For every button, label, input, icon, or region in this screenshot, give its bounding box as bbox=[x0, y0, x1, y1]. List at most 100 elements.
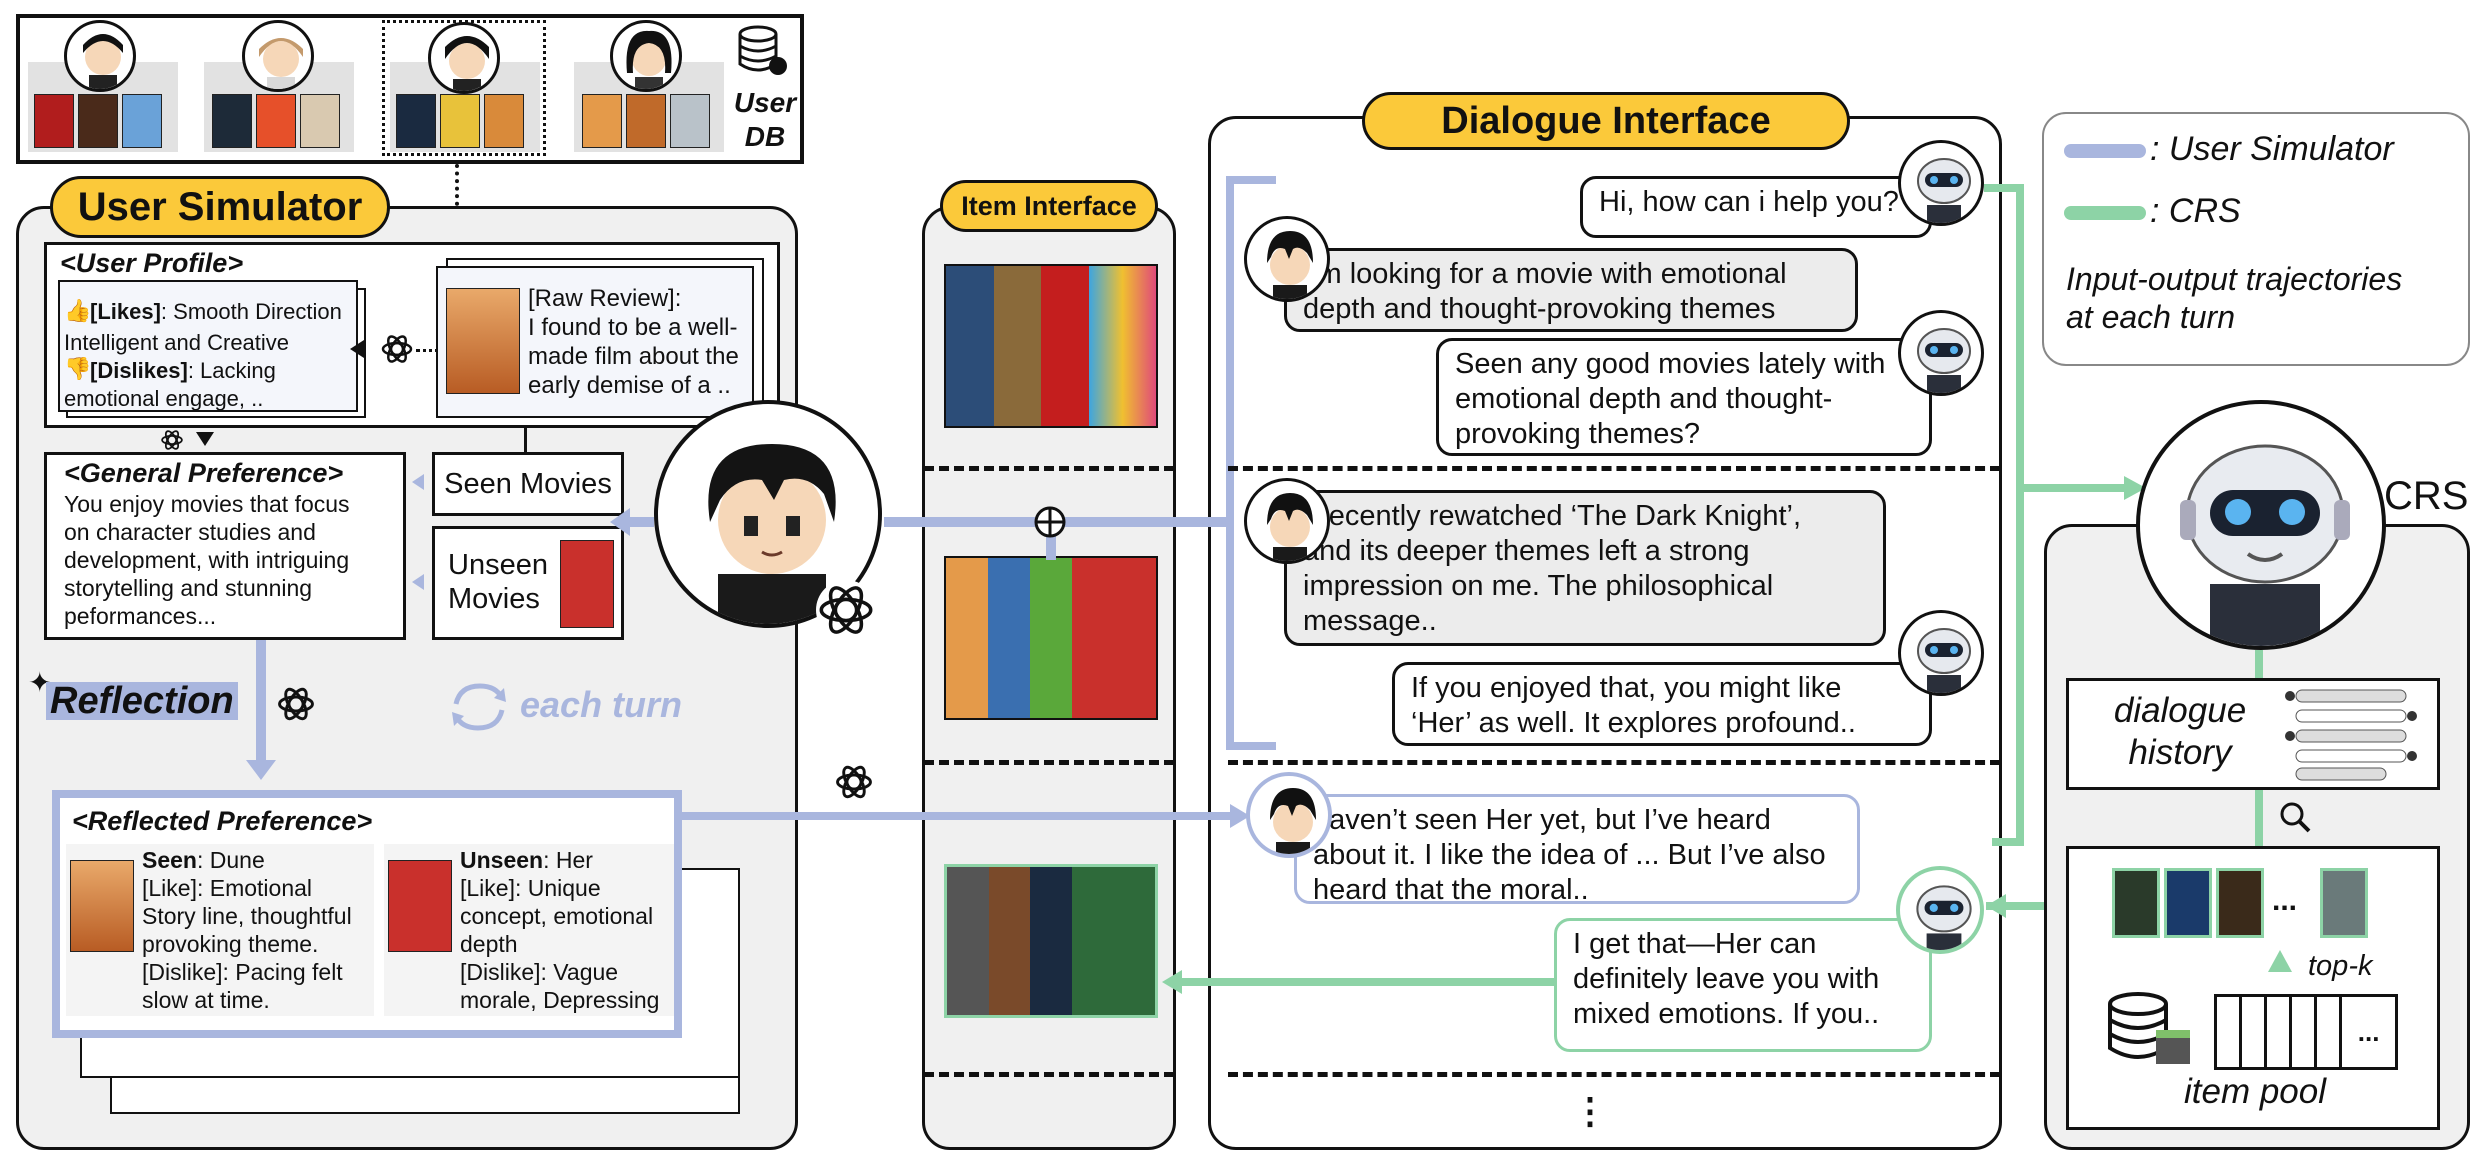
message-crs-response: I get that—Her can definitely leave you … bbox=[1554, 918, 1932, 1052]
robot-avatar bbox=[1898, 310, 1984, 396]
arrowhead-left-blue bbox=[412, 474, 424, 490]
flow-green bbox=[1986, 902, 2064, 910]
unseen-movies-line: Unseen bbox=[448, 549, 548, 581]
item-poster bbox=[988, 867, 1031, 1015]
message-line: I recently rewatched ‘The Dark Knight’, bbox=[1303, 500, 1802, 532]
user-2-poster bbox=[256, 94, 296, 148]
dialogue-history-label: dialogue history bbox=[2090, 690, 2270, 774]
item-poster bbox=[947, 867, 989, 1015]
likes-text-2: Intelligent and Creative bbox=[64, 330, 290, 355]
database-icon bbox=[734, 24, 790, 80]
seen-value: : Dune bbox=[196, 847, 265, 873]
raw-review-text: [Raw Review]: I found to be a well- made… bbox=[528, 284, 758, 400]
message-line: I get that—Her can bbox=[1573, 928, 1817, 960]
message-line: heard that the moral.. bbox=[1313, 874, 1589, 906]
item-poster bbox=[988, 558, 1030, 718]
arrowhead-up-green bbox=[2268, 950, 2292, 972]
item-set-1 bbox=[944, 264, 1158, 428]
seen-text: Seen: Dune [Like]: Emotional Story line,… bbox=[142, 846, 374, 1014]
arrowhead-left-blue bbox=[610, 508, 630, 536]
unseen-value: : Her bbox=[543, 847, 593, 873]
chat-history-icon bbox=[2282, 684, 2422, 784]
her-poster bbox=[388, 860, 452, 952]
raw-review-line: I found to be a well- bbox=[528, 314, 738, 341]
database-icon bbox=[2104, 990, 2194, 1070]
sparkle-icon: ✦ bbox=[28, 667, 52, 698]
user-1-poster bbox=[122, 94, 162, 148]
general-preference-text: You enjoy movies that focus on character… bbox=[64, 490, 404, 630]
likes-card bbox=[58, 280, 358, 412]
message-line: and its deeper themes left a strong bbox=[1303, 535, 1750, 567]
item-set-2 bbox=[944, 556, 1158, 720]
pool-slot bbox=[2317, 997, 2343, 1067]
seen-line: [Dislike]: Pacing felt bbox=[142, 959, 343, 985]
topk-poster bbox=[2320, 868, 2368, 938]
message-crs: If you enjoyed that, you might like ‘Her… bbox=[1392, 662, 1932, 746]
message-line: emotional depth and thought- bbox=[1455, 383, 1833, 415]
unseen-line: depth bbox=[460, 931, 518, 957]
unseen-text: Unseen: Her [Like]: Unique concept, emot… bbox=[460, 846, 674, 1014]
dislikes-text: [Dislikes]: Lacking bbox=[90, 356, 276, 385]
item-pool-label: item pool bbox=[2183, 1072, 2327, 1111]
message-line: depth and thought-provoking themes bbox=[1303, 293, 1776, 325]
user-4-avatar bbox=[610, 20, 682, 92]
topk-label: top-k bbox=[2308, 950, 2373, 982]
user-simulator-title: User Simulator bbox=[50, 176, 390, 238]
item-pool-grid: ... bbox=[2214, 994, 2398, 1070]
user-2-poster bbox=[212, 94, 252, 148]
flow-green bbox=[1984, 184, 2024, 192]
pool-ellipsis: ... bbox=[2357, 1016, 2380, 1047]
dislikes-label: [Dislikes] bbox=[90, 358, 188, 383]
user-avatar-simulated bbox=[1246, 772, 1332, 858]
item-interface-title: Item Interface bbox=[940, 180, 1158, 232]
legend-note: Input-output trajectories at each turn bbox=[2066, 260, 2402, 336]
item-poster bbox=[946, 558, 988, 718]
flow-green bbox=[1180, 978, 1554, 986]
oplus-icon bbox=[1032, 504, 1068, 540]
connector-line bbox=[524, 428, 527, 458]
openai-icon bbox=[276, 684, 316, 724]
user-db-user-3-selected bbox=[382, 20, 546, 156]
general-pref-line: storytelling and stunning bbox=[64, 575, 313, 601]
item-poster bbox=[1030, 558, 1072, 718]
topk-poster bbox=[2216, 868, 2264, 938]
connector-blue bbox=[256, 640, 266, 764]
dialogue-history-line: dialogue bbox=[2113, 691, 2247, 730]
item-poster bbox=[1071, 867, 1155, 1015]
flow-green bbox=[1992, 838, 2024, 846]
dialogue-history-line: history bbox=[2128, 733, 2232, 772]
seen-line: Story line, thoughtful bbox=[142, 903, 352, 929]
arrowhead-left bbox=[350, 340, 364, 358]
item-poster bbox=[993, 266, 1042, 426]
message-line: haven’t seen Her yet, but I’ve heard bbox=[1313, 804, 1771, 836]
unseen-movies-line: Movies bbox=[448, 583, 540, 615]
message-user-simulated: haven’t seen Her yet, but I’ve heard abo… bbox=[1294, 794, 1860, 906]
general-preference-title: <General Preference> bbox=[64, 458, 344, 488]
item-poster bbox=[1030, 867, 1072, 1015]
flow-blue bbox=[1046, 520, 1056, 560]
legend-user-sim-label: : User Simulator bbox=[2150, 130, 2394, 168]
topk-ellipsis: ... bbox=[2272, 884, 2298, 917]
divider bbox=[1228, 466, 2000, 471]
message-line: If you enjoyed that, you might like bbox=[1411, 672, 1842, 704]
flow-green bbox=[2020, 484, 2130, 492]
user-4-poster bbox=[582, 94, 622, 148]
user-1-poster bbox=[78, 94, 118, 148]
user-3-poster bbox=[484, 94, 524, 148]
each-turn-label: each turn bbox=[520, 684, 683, 725]
likes-text: [Likes]: Smooth Direction bbox=[90, 298, 360, 326]
divider bbox=[924, 760, 1174, 765]
thumbs-up-icon: 👍 bbox=[64, 298, 92, 323]
openai-icon bbox=[834, 762, 874, 802]
divider bbox=[924, 1072, 1174, 1077]
dune-poster bbox=[70, 860, 134, 952]
legend-swatch-user-sim bbox=[2064, 144, 2146, 158]
raw-review-line: [Raw Review]: bbox=[528, 285, 682, 312]
openai-icon bbox=[816, 580, 876, 640]
pool-slot bbox=[2242, 997, 2268, 1067]
arrowhead-right-blue bbox=[1230, 804, 1250, 828]
openai-icon bbox=[160, 428, 184, 452]
general-pref-line: on character studies and bbox=[64, 519, 316, 545]
reflection-label: Reflection bbox=[46, 682, 238, 720]
flow-blue bbox=[682, 812, 1238, 820]
